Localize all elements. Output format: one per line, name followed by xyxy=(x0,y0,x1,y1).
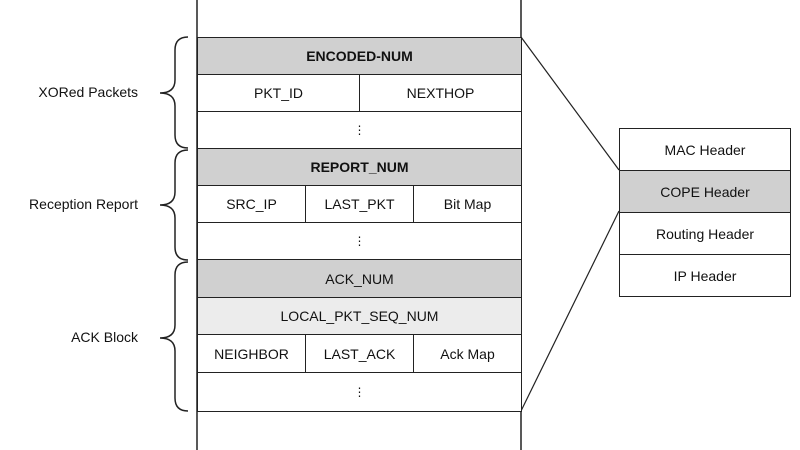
xored-continuation: ⋮ xyxy=(197,111,522,149)
field-ack-num: ACK_NUM xyxy=(197,259,522,298)
field-encoded-num: ENCODED-NUM xyxy=(197,37,522,75)
field-report-num: REPORT_NUM xyxy=(197,148,522,186)
field-last-pkt: LAST_PKT xyxy=(305,185,414,223)
zoom-line-top xyxy=(520,36,620,171)
label-reception-report: Reception Report xyxy=(29,196,138,212)
field-local-pkt-seq-num: LOCAL_PKT_SEQ_NUM xyxy=(197,297,522,335)
brace-ack-block xyxy=(159,261,189,412)
field-neighbor: NEIGHBOR xyxy=(197,334,306,373)
field-last-ack: LAST_ACK xyxy=(305,334,414,373)
header-cope: COPE Header xyxy=(619,170,791,213)
header-routing: Routing Header xyxy=(619,212,791,255)
ack-continuation: ⋮ xyxy=(197,372,522,412)
reception-continuation: ⋮ xyxy=(197,222,522,260)
field-bit-map: Bit Map xyxy=(413,185,522,223)
brace-reception-report xyxy=(159,149,189,261)
field-nexthop: NEXTHOP xyxy=(359,74,522,112)
field-src-ip: SRC_IP xyxy=(197,185,306,223)
field-pkt-id: PKT_ID xyxy=(197,74,360,112)
field-ack-map: Ack Map xyxy=(413,334,522,373)
header-mac: MAC Header xyxy=(619,128,791,171)
zoom-line-bottom xyxy=(520,210,620,412)
label-ack-block: ACK Block xyxy=(71,329,138,345)
label-xored-packets: XORed Packets xyxy=(38,84,138,100)
brace-xored-packets xyxy=(159,36,189,149)
header-ip: IP Header xyxy=(619,254,791,297)
